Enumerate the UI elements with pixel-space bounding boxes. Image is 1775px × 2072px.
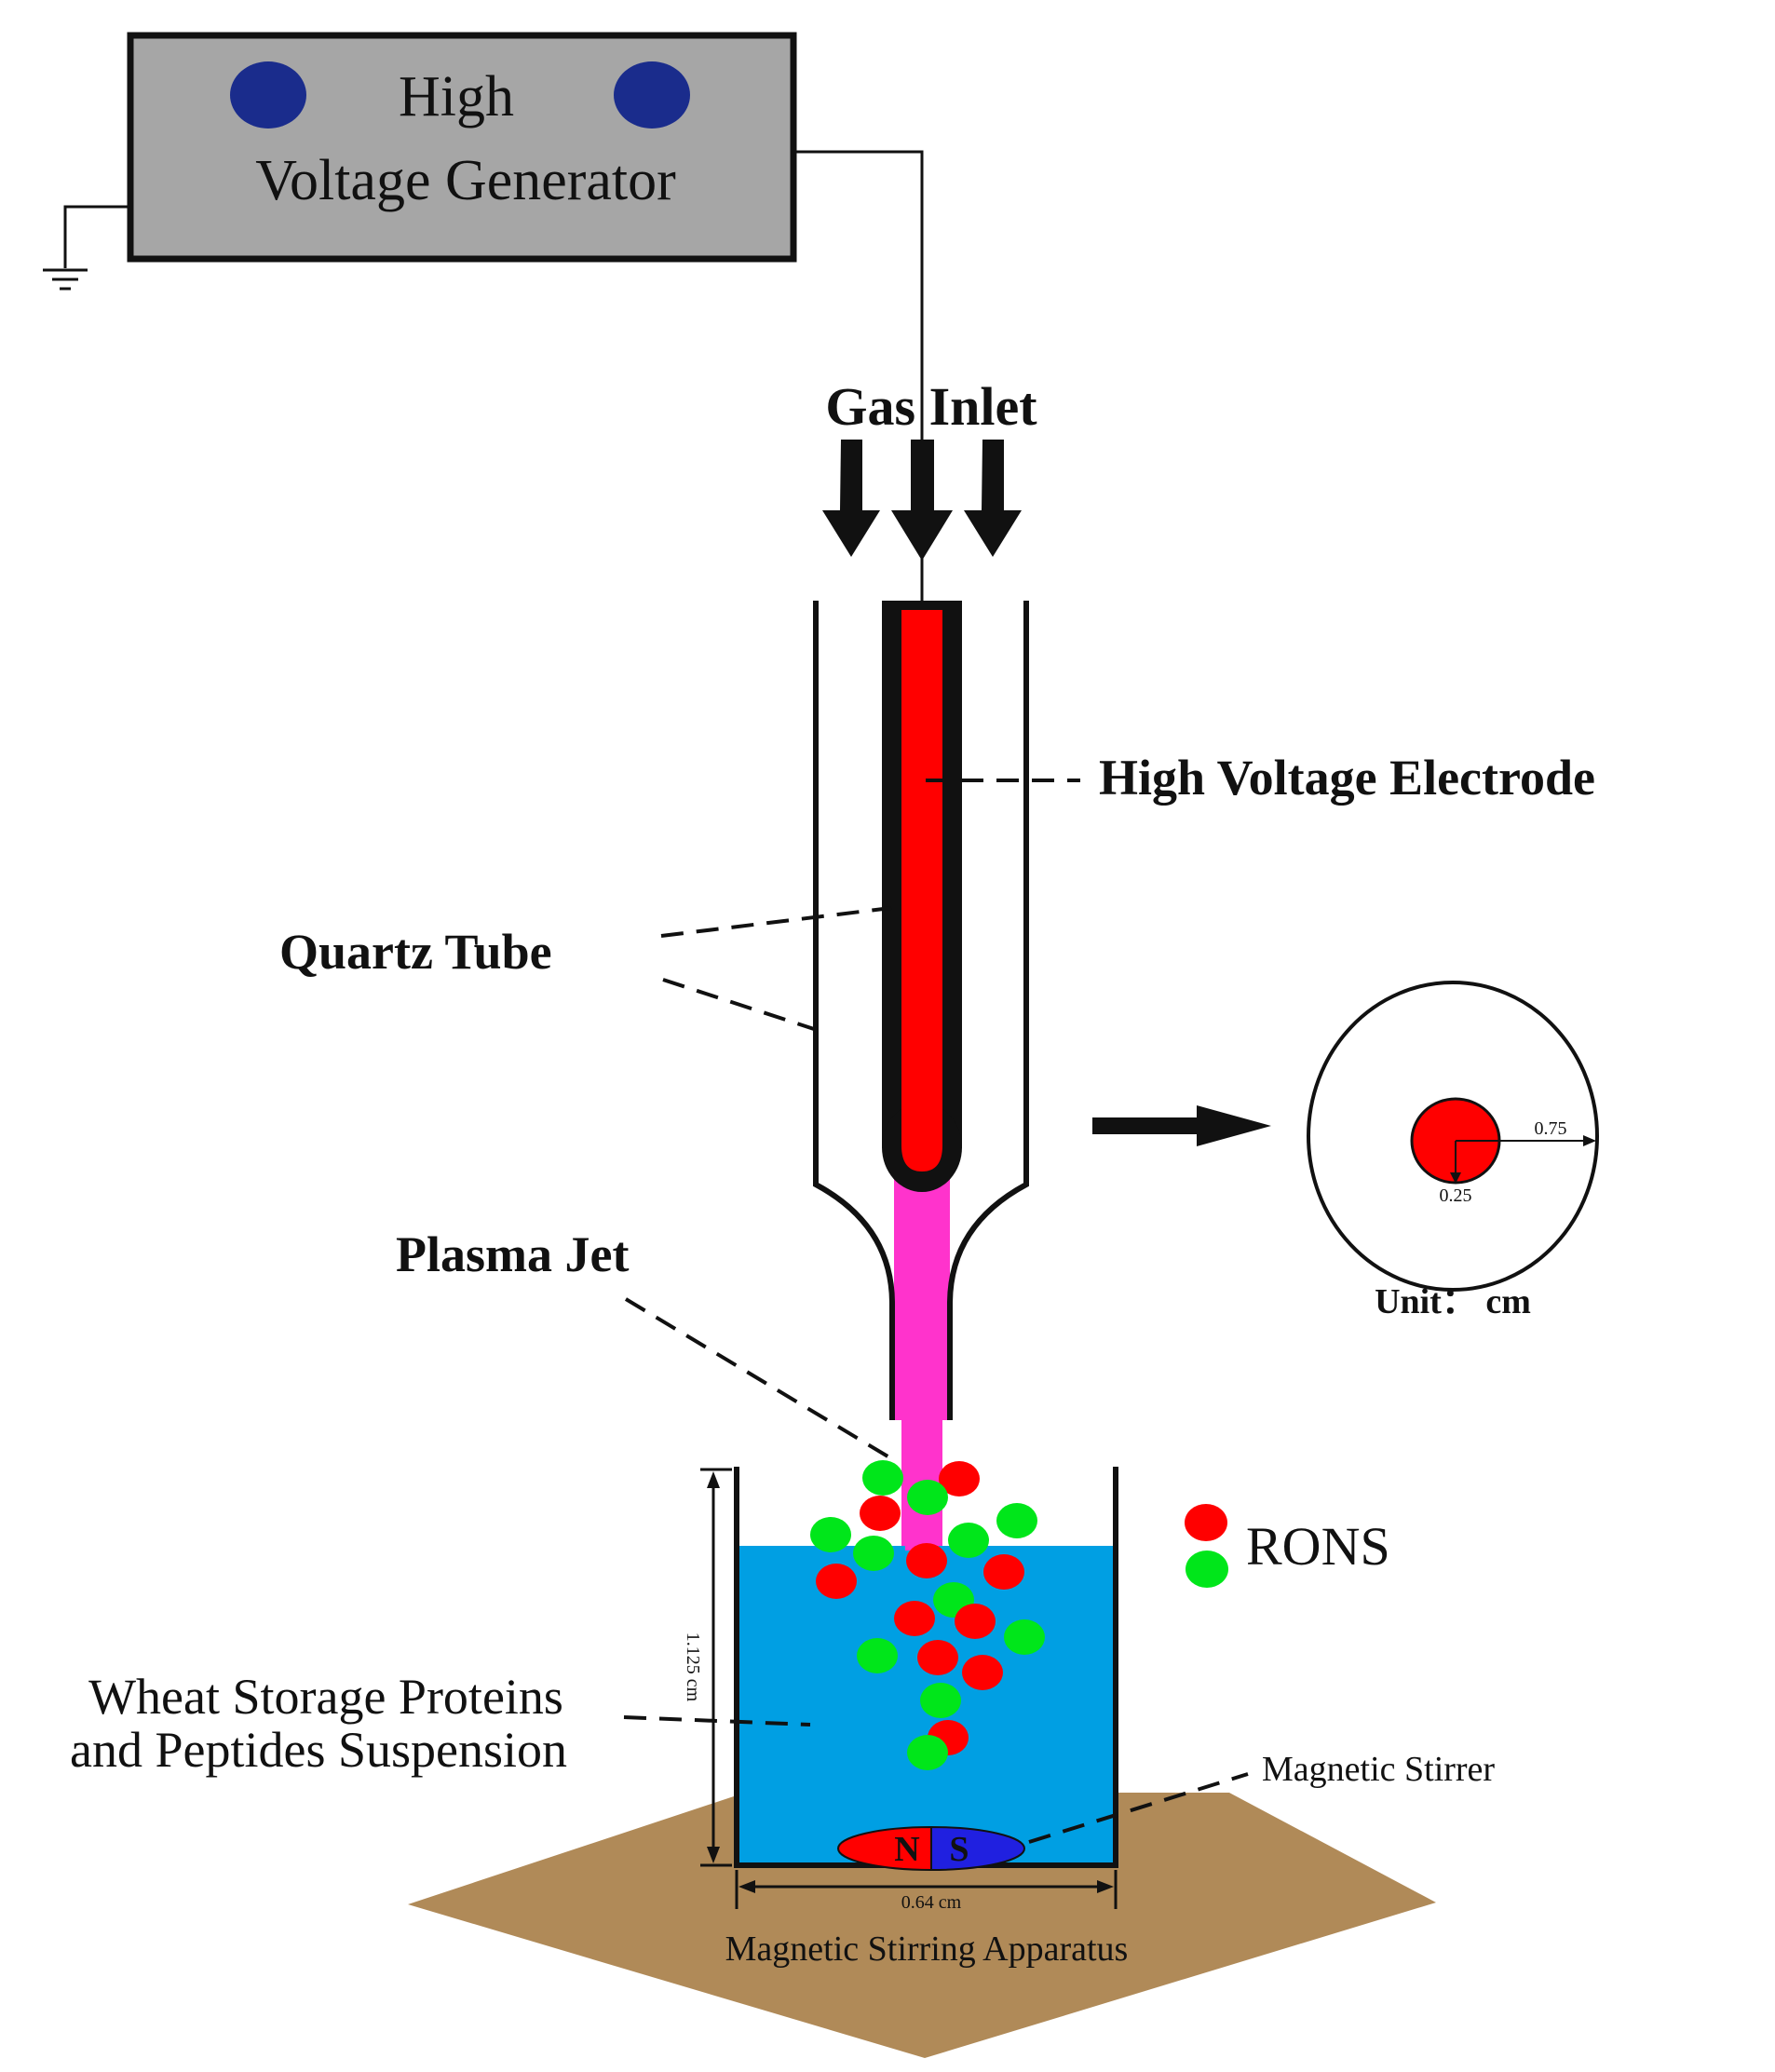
outer-radius-label: 0.75 <box>1535 1118 1567 1139</box>
height-arrow-bottom <box>707 1847 720 1863</box>
cross-section-arrow <box>1092 1105 1271 1146</box>
quartz-tube-leader-outer <box>662 978 815 1031</box>
rons-red-particle <box>939 1461 980 1496</box>
magnetic-stirrer-label: Magnetic Stirrer <box>1262 1750 1495 1789</box>
height-label: 1.125 cm <box>683 1632 703 1702</box>
rons-green-particle <box>1004 1619 1045 1655</box>
rons-green-particle <box>996 1503 1037 1538</box>
rons-red-particle <box>860 1496 901 1531</box>
rons-red-particle <box>955 1604 996 1639</box>
height-arrow-top <box>707 1471 720 1488</box>
height-dimension <box>700 1468 732 1867</box>
inner-radius-arrowhead <box>1450 1172 1461 1184</box>
stirbar-south-label: S <box>949 1830 969 1869</box>
rons-green-particle <box>907 1480 948 1515</box>
rons-red-particle <box>894 1601 935 1636</box>
generator-label-line2: Voltage Generator <box>255 149 676 212</box>
rons-red-particle <box>816 1564 857 1599</box>
rons-green-particle <box>907 1735 948 1770</box>
gas-arrow-left <box>822 440 880 557</box>
rons-green-particle <box>920 1683 961 1718</box>
stirring-apparatus-label: Magnetic Stirring Apparatus <box>725 1930 1129 1969</box>
radius-arrows <box>1455 1140 1591 1178</box>
ground-symbol <box>43 268 88 291</box>
inner-radius-label: 0.25 <box>1440 1185 1472 1206</box>
magnetic-stirrer-leader <box>1028 1772 1249 1844</box>
quartz-tube-label: Quartz Tube <box>279 924 552 980</box>
rons-red-particle <box>917 1640 958 1675</box>
rons-red-particle <box>962 1655 1003 1690</box>
gas-arrow-right <box>964 440 1022 557</box>
electrode-core <box>901 610 942 1171</box>
rons-green-particle <box>948 1523 989 1558</box>
rons-green-particle <box>857 1638 898 1673</box>
stirbar-north-label: N <box>894 1830 919 1869</box>
rons-particles <box>810 1460 1045 1770</box>
rons-legend-green-dot <box>1186 1551 1228 1588</box>
magnetic-stirring-apparatus-plate <box>408 1793 1436 2058</box>
generator-left-knob <box>230 61 306 129</box>
width-dimension <box>735 1870 1118 1909</box>
unit-label: Unit： cm <box>1375 1282 1531 1321</box>
gas-inlet-label: Gas Inlet <box>825 376 1037 437</box>
rons-legend-red-dot <box>1185 1504 1227 1541</box>
rons-green-particle <box>810 1517 851 1552</box>
gas-arrow-center <box>891 440 953 561</box>
suspension-label-line1: Wheat Storage Proteins <box>88 1669 563 1725</box>
rons-green-particle <box>862 1460 903 1496</box>
stirbar-south-half <box>930 1825 1025 1872</box>
generator-right-knob <box>614 61 690 129</box>
width-label: 0.64 cm <box>901 1892 962 1913</box>
electrode-label: High Voltage Electrode <box>1099 750 1595 806</box>
width-arrow-left <box>738 1880 755 1893</box>
outer-radius-arrowhead <box>1583 1135 1596 1146</box>
gas-inlet-arrows <box>822 440 1022 561</box>
rons-green-particle <box>853 1536 894 1571</box>
stirbar-north-half <box>837 1825 932 1872</box>
generator-label-line1: High <box>399 65 514 129</box>
plasma-channel <box>894 1169 950 1420</box>
plasma-jet-leader <box>624 1297 896 1462</box>
quartz-tube <box>813 601 1029 1420</box>
rons-legend-label: RONS <box>1246 1516 1390 1577</box>
plasma-jet-label: Plasma Jet <box>396 1226 629 1282</box>
rons-red-particle <box>906 1543 947 1578</box>
width-arrow-right <box>1097 1880 1114 1893</box>
ground-wire <box>63 205 130 268</box>
quartz-tube-leader-inner <box>660 906 892 938</box>
suspension-label-line2: and Peptides Suspension <box>70 1722 567 1778</box>
suspension-leader <box>623 1715 811 1727</box>
rons-red-particle <box>983 1554 1024 1590</box>
